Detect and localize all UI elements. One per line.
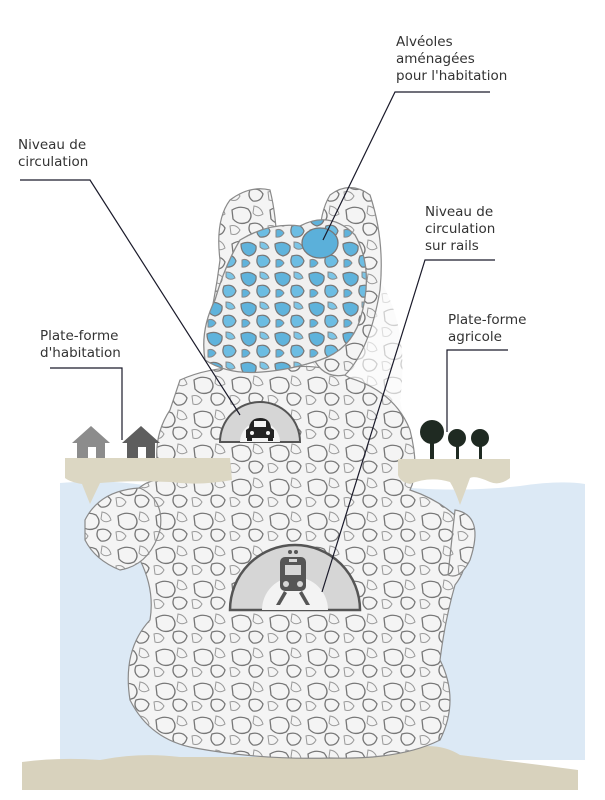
label-alveoles: Alvéoles aménagées pour l'habitation (396, 34, 508, 84)
label-niveau-rails: Niveau de circulation sur rails (425, 204, 496, 254)
seabed (22, 746, 578, 790)
leader-niveau-circulation (20, 179, 241, 416)
car-tunnel (218, 401, 302, 443)
tree-icon (471, 429, 489, 459)
leader-niveau-rails (321, 259, 495, 593)
leader-plateforme-habitation (50, 367, 123, 440)
tree-icon (448, 429, 466, 459)
agricultural-platform (398, 459, 510, 505)
rail-tunnel (228, 543, 362, 612)
leader-alveoles (322, 91, 490, 241)
houses (72, 426, 160, 458)
habitation-platform (65, 458, 232, 504)
leader-plateforme-agricole (446, 349, 508, 432)
leader-lines (20, 91, 508, 593)
label-niveau-circulation: Niveau de circulation (18, 137, 89, 170)
trees (420, 420, 489, 459)
highlight-cell (301, 227, 339, 259)
tree-icon (420, 420, 444, 459)
habitation-cells (203, 219, 368, 374)
label-plateforme-habitation: Plate-forme d'habitation (40, 328, 121, 361)
train-icon (276, 550, 310, 605)
label-plateforme-agricole: Plate-forme agricole (448, 312, 527, 345)
house-icon (122, 426, 160, 458)
car-icon (246, 418, 274, 441)
house-icon (72, 426, 110, 458)
